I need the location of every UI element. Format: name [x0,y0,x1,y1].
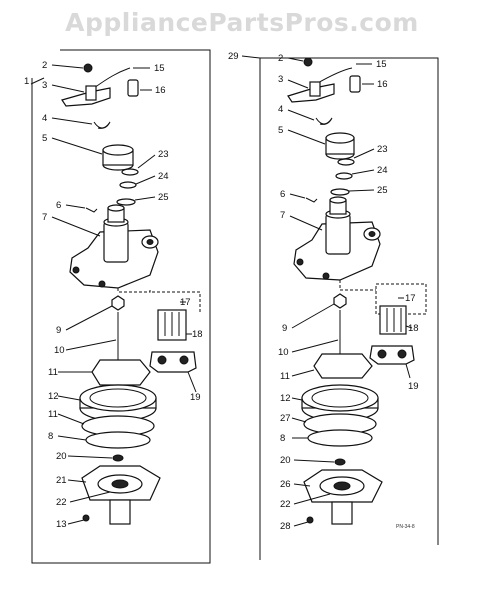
callout-7: 7 [280,210,285,221]
screw-part [306,516,314,524]
block-part [149,351,197,373]
wire-part [315,67,353,85]
callout-5: 5 [278,125,283,136]
callout-11: 11 [280,371,290,382]
callout-23: 23 [158,149,169,160]
cam-part [91,359,151,386]
callout-8: 8 [280,433,285,444]
pin-part [85,207,98,213]
callout-15: 15 [154,63,165,74]
ring-23-part [121,168,139,176]
screw-part [82,514,90,522]
callout-9: 9 [56,325,61,336]
callout-23: 23 [377,144,388,155]
callout-18: 18 [192,329,203,340]
left-panel-id: 1 [24,76,29,87]
ring-24-part [335,172,353,180]
right-panel-id: 29 [228,51,239,62]
callout-22: 22 [56,497,67,508]
callout-7: 7 [42,212,47,223]
callout-19: 19 [190,392,201,403]
switch-bracket-part [379,305,407,335]
cylinder-part [127,79,139,97]
callout-3: 3 [278,74,283,85]
cylinder-part [349,75,361,93]
spring-clip-part [315,117,333,125]
callout-3: 3 [42,80,47,91]
callout-28: 28 [280,521,291,532]
block-part [369,345,415,365]
callout-12: 12 [280,393,291,404]
cam-part [313,353,373,379]
wire-part [93,67,131,89]
callout-11a: 11 [48,367,58,378]
callout-2: 2 [42,60,47,71]
callout-13: 13 [56,519,67,530]
drawing-reference: PN-34-8 [396,524,415,530]
callout-11b: 11 [48,409,58,420]
callout-12: 12 [48,391,59,402]
washer-20-part [334,458,346,466]
callout-16: 16 [155,85,166,96]
washer-8-part [85,431,151,449]
washer-8-part [307,429,373,447]
callout-10: 10 [54,345,65,356]
callout-6: 6 [280,189,285,200]
callout-22: 22 [280,499,291,510]
pin-part [305,197,318,203]
washer-20-part [112,454,124,462]
right-panel: 29 2 15 3 16 4 5 23 24 25 [228,51,427,532]
ring-23-part [337,158,355,166]
callout-10: 10 [278,347,289,358]
nut-9-part [333,293,347,309]
callout-21: 21 [56,475,67,486]
nut-part [303,57,313,67]
callout-18: 18 [408,323,419,334]
spring-clip-part [93,121,111,129]
bracket-post [85,85,97,101]
pulley-part [102,144,134,156]
callout-5: 5 [42,133,47,144]
left-panel: 1 2 15 3 16 4 5 23 [24,60,203,530]
callout-4: 4 [278,104,283,115]
callout-24: 24 [377,165,388,176]
callout-17: 17 [405,293,416,304]
callout-20: 20 [56,451,67,462]
pulley-part [325,132,355,144]
callout-6: 6 [56,200,61,211]
ring-24-part [119,181,137,189]
callout-9: 9 [282,323,287,334]
callout-25: 25 [158,192,169,203]
ring-25-part [116,198,136,206]
callout-20: 20 [280,455,291,466]
callout-24: 24 [158,171,169,182]
callout-16: 16 [377,79,388,90]
ring-25-part [330,188,350,196]
callout-17: 17 [180,297,191,308]
callout-8: 8 [48,431,53,442]
callout-19: 19 [408,381,419,392]
callout-26: 26 [280,479,291,490]
right-panel-frame [259,57,439,560]
nut-9-part [111,295,125,311]
callout-27: 27 [280,413,291,424]
callout-25: 25 [377,185,388,196]
callout-4: 4 [42,113,47,124]
callout-2: 2 [278,53,283,64]
watermark-logo: AppliancePartsPros.com [65,8,419,37]
left-panel-frame [31,49,211,564]
callout-15: 15 [376,59,387,70]
nut-part [83,63,93,73]
